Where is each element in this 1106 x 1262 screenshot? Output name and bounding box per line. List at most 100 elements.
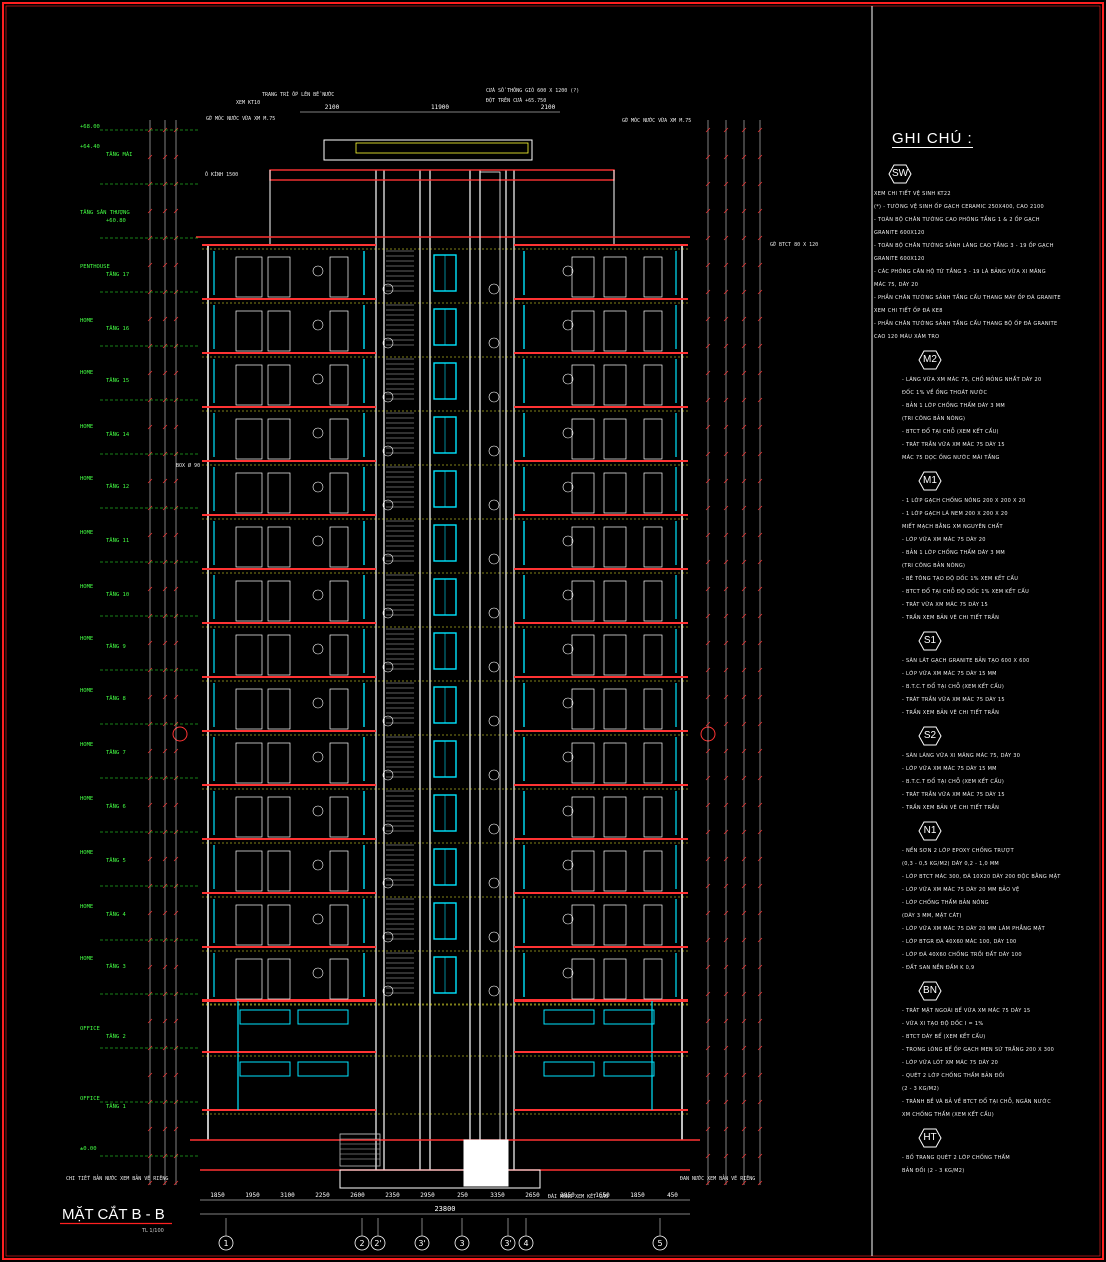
note-line: - TOÀN BỘ CHÂN TƯỜNG CAO PHÒNG TẦNG 1 & …: [874, 217, 1040, 223]
dimension-tick: [741, 667, 747, 673]
dimension-tick: [723, 505, 729, 511]
tag-hexagon-icon: SW: [888, 164, 912, 184]
title-underline: [60, 1222, 172, 1225]
level-name: TẦNG 7: [106, 750, 126, 756]
tag-hexagon-icon: HT: [918, 1128, 942, 1148]
dimension-tick: [173, 586, 179, 592]
dimension-tick: [741, 181, 747, 187]
door-right: [603, 742, 627, 784]
axis-bubble: [218, 1235, 234, 1251]
tag-circle: [488, 985, 500, 997]
dimension-tick: [741, 1126, 747, 1132]
door-left: [235, 634, 263, 676]
note-line: - QUÉT 2 LỚP CHỐNG THẤM BẢN ĐỐI: [902, 1073, 1005, 1079]
door-left: [235, 958, 263, 1000]
dimension-tick: [173, 640, 179, 646]
tag-hexagon-icon: N1: [918, 821, 942, 841]
tag-circle: [562, 481, 574, 493]
lift-pit: [463, 1139, 509, 1187]
level-label: HOME: [80, 956, 94, 962]
office-window-right: [543, 1061, 595, 1077]
callout-text: CHI TIẾT BẢN NƯỚC XEM BẢN VẼ RIÊNG: [66, 1176, 169, 1182]
bottom-dimension-text: 2650: [525, 1192, 540, 1199]
axis-label: 2: [359, 1239, 364, 1248]
door-left: [329, 904, 349, 946]
dimension-tick: [757, 667, 763, 673]
tag-label: BN: [923, 985, 937, 996]
door-left: [267, 796, 291, 838]
door-left: [235, 688, 263, 730]
level-label: TẦNG SÂN THƯỢNG: [80, 210, 130, 216]
note-line: (2 - 3 KG/M2): [902, 1086, 940, 1092]
door-left: [329, 742, 349, 784]
note-group-n1: N1- NỀN SƠN 2 LỚP EPOXY CHỐNG TRƯỢT (0,3…: [874, 821, 1100, 975]
level-label: HOME: [80, 850, 94, 856]
dimension-tick: [757, 1126, 763, 1132]
door-right: [571, 580, 595, 622]
tag-circle: [312, 913, 324, 925]
note-line: - SÀN LÁT GẠCH GRANITE BẢN TẠO 600 X 600: [902, 658, 1030, 664]
door-left: [267, 850, 291, 892]
tag-circle: [562, 751, 574, 763]
callout-text: GỜ MÓC NƯỚC VỮA XM M.75: [622, 118, 692, 124]
dimension-tick: [757, 1072, 763, 1078]
note-line: (*) - TƯỜNG VỆ SINH ỐP GẠCH CERAMIC 250X…: [874, 204, 1044, 210]
dimension-tick: [147, 1072, 153, 1078]
dimension-tick: [147, 316, 153, 322]
dimension-tick: [741, 910, 747, 916]
dimension-tick: [723, 991, 729, 997]
door-right: [571, 526, 595, 568]
dimension-tick: [757, 802, 763, 808]
axis-bubble: [354, 1235, 370, 1251]
dimension-tick: [757, 586, 763, 592]
door-right: [571, 796, 595, 838]
callout-text: XEM KT10: [236, 100, 261, 106]
note-line: - TRẦN XEM BẢN VẼ CHI TIẾT TRẦN: [902, 710, 1000, 716]
dimension-tick: [741, 1099, 747, 1105]
axis-label: 3': [418, 1239, 425, 1248]
dimension-tick: [723, 829, 729, 835]
door-left: [235, 256, 263, 298]
dimension-tick: [757, 424, 763, 430]
tag-circle: [562, 913, 574, 925]
dimension-tick: [147, 964, 153, 970]
axis-label: 2': [374, 1239, 381, 1248]
dimension-tick: [757, 262, 763, 268]
door-left: [235, 796, 263, 838]
door-right: [643, 364, 663, 406]
dimension-tick: [705, 991, 711, 997]
dimension-tick: [723, 559, 729, 565]
door-right: [643, 796, 663, 838]
dimension-tick: [757, 181, 763, 187]
dimension-tick: [741, 937, 747, 943]
dimension-tick: [741, 208, 747, 214]
dimension-tick: [723, 667, 729, 673]
dimension-tick: [705, 370, 711, 376]
callout-text: Ô KÍNH 1500: [205, 172, 239, 178]
callout-text: ĐAN NƯỚC XEM BẢN VẼ RIÊNG: [680, 1176, 756, 1182]
dimension-tick: [723, 964, 729, 970]
dimension-tick: [741, 154, 747, 160]
pile-cap: [339, 1169, 541, 1189]
dimension-tick: [705, 667, 711, 673]
top-dimension-text: 2100: [541, 104, 556, 111]
door-left: [267, 742, 291, 784]
bottom-dimension-text: 2250: [315, 1192, 330, 1199]
note-line: - NỀN SƠN 2 LỚP EPOXY CHỐNG TRƯỢT: [902, 848, 1015, 854]
dimension-tick: [723, 1180, 729, 1186]
level-label: HOME: [80, 530, 94, 536]
dimension-tick: [705, 181, 711, 187]
dimension-tick: [705, 586, 711, 592]
dimension-tick: [741, 991, 747, 997]
callout-text: GỜ MÓC NƯỚC VỮA XM M.75: [206, 116, 276, 122]
note-line: - LỚP VỮA XM MÁC 75 DÀY 15 MM: [902, 671, 997, 677]
door-right: [603, 526, 627, 568]
note-line: - TRÁT MẶT NGOÀI BỂ VỮA XM MÁC 75 DÀY 15: [902, 1008, 1031, 1014]
level-name: TẦNG 16: [106, 326, 130, 332]
level-name: TẦNG 5: [106, 858, 126, 864]
level-label: HOME: [80, 370, 94, 376]
note-line: - LỚP BTCT MÁC 300, ĐÁ 10X20 DÀY 200 ĐỘC…: [902, 874, 1061, 880]
door-left: [329, 688, 349, 730]
dimension-tick: [741, 721, 747, 727]
tag-circle: [312, 373, 324, 385]
